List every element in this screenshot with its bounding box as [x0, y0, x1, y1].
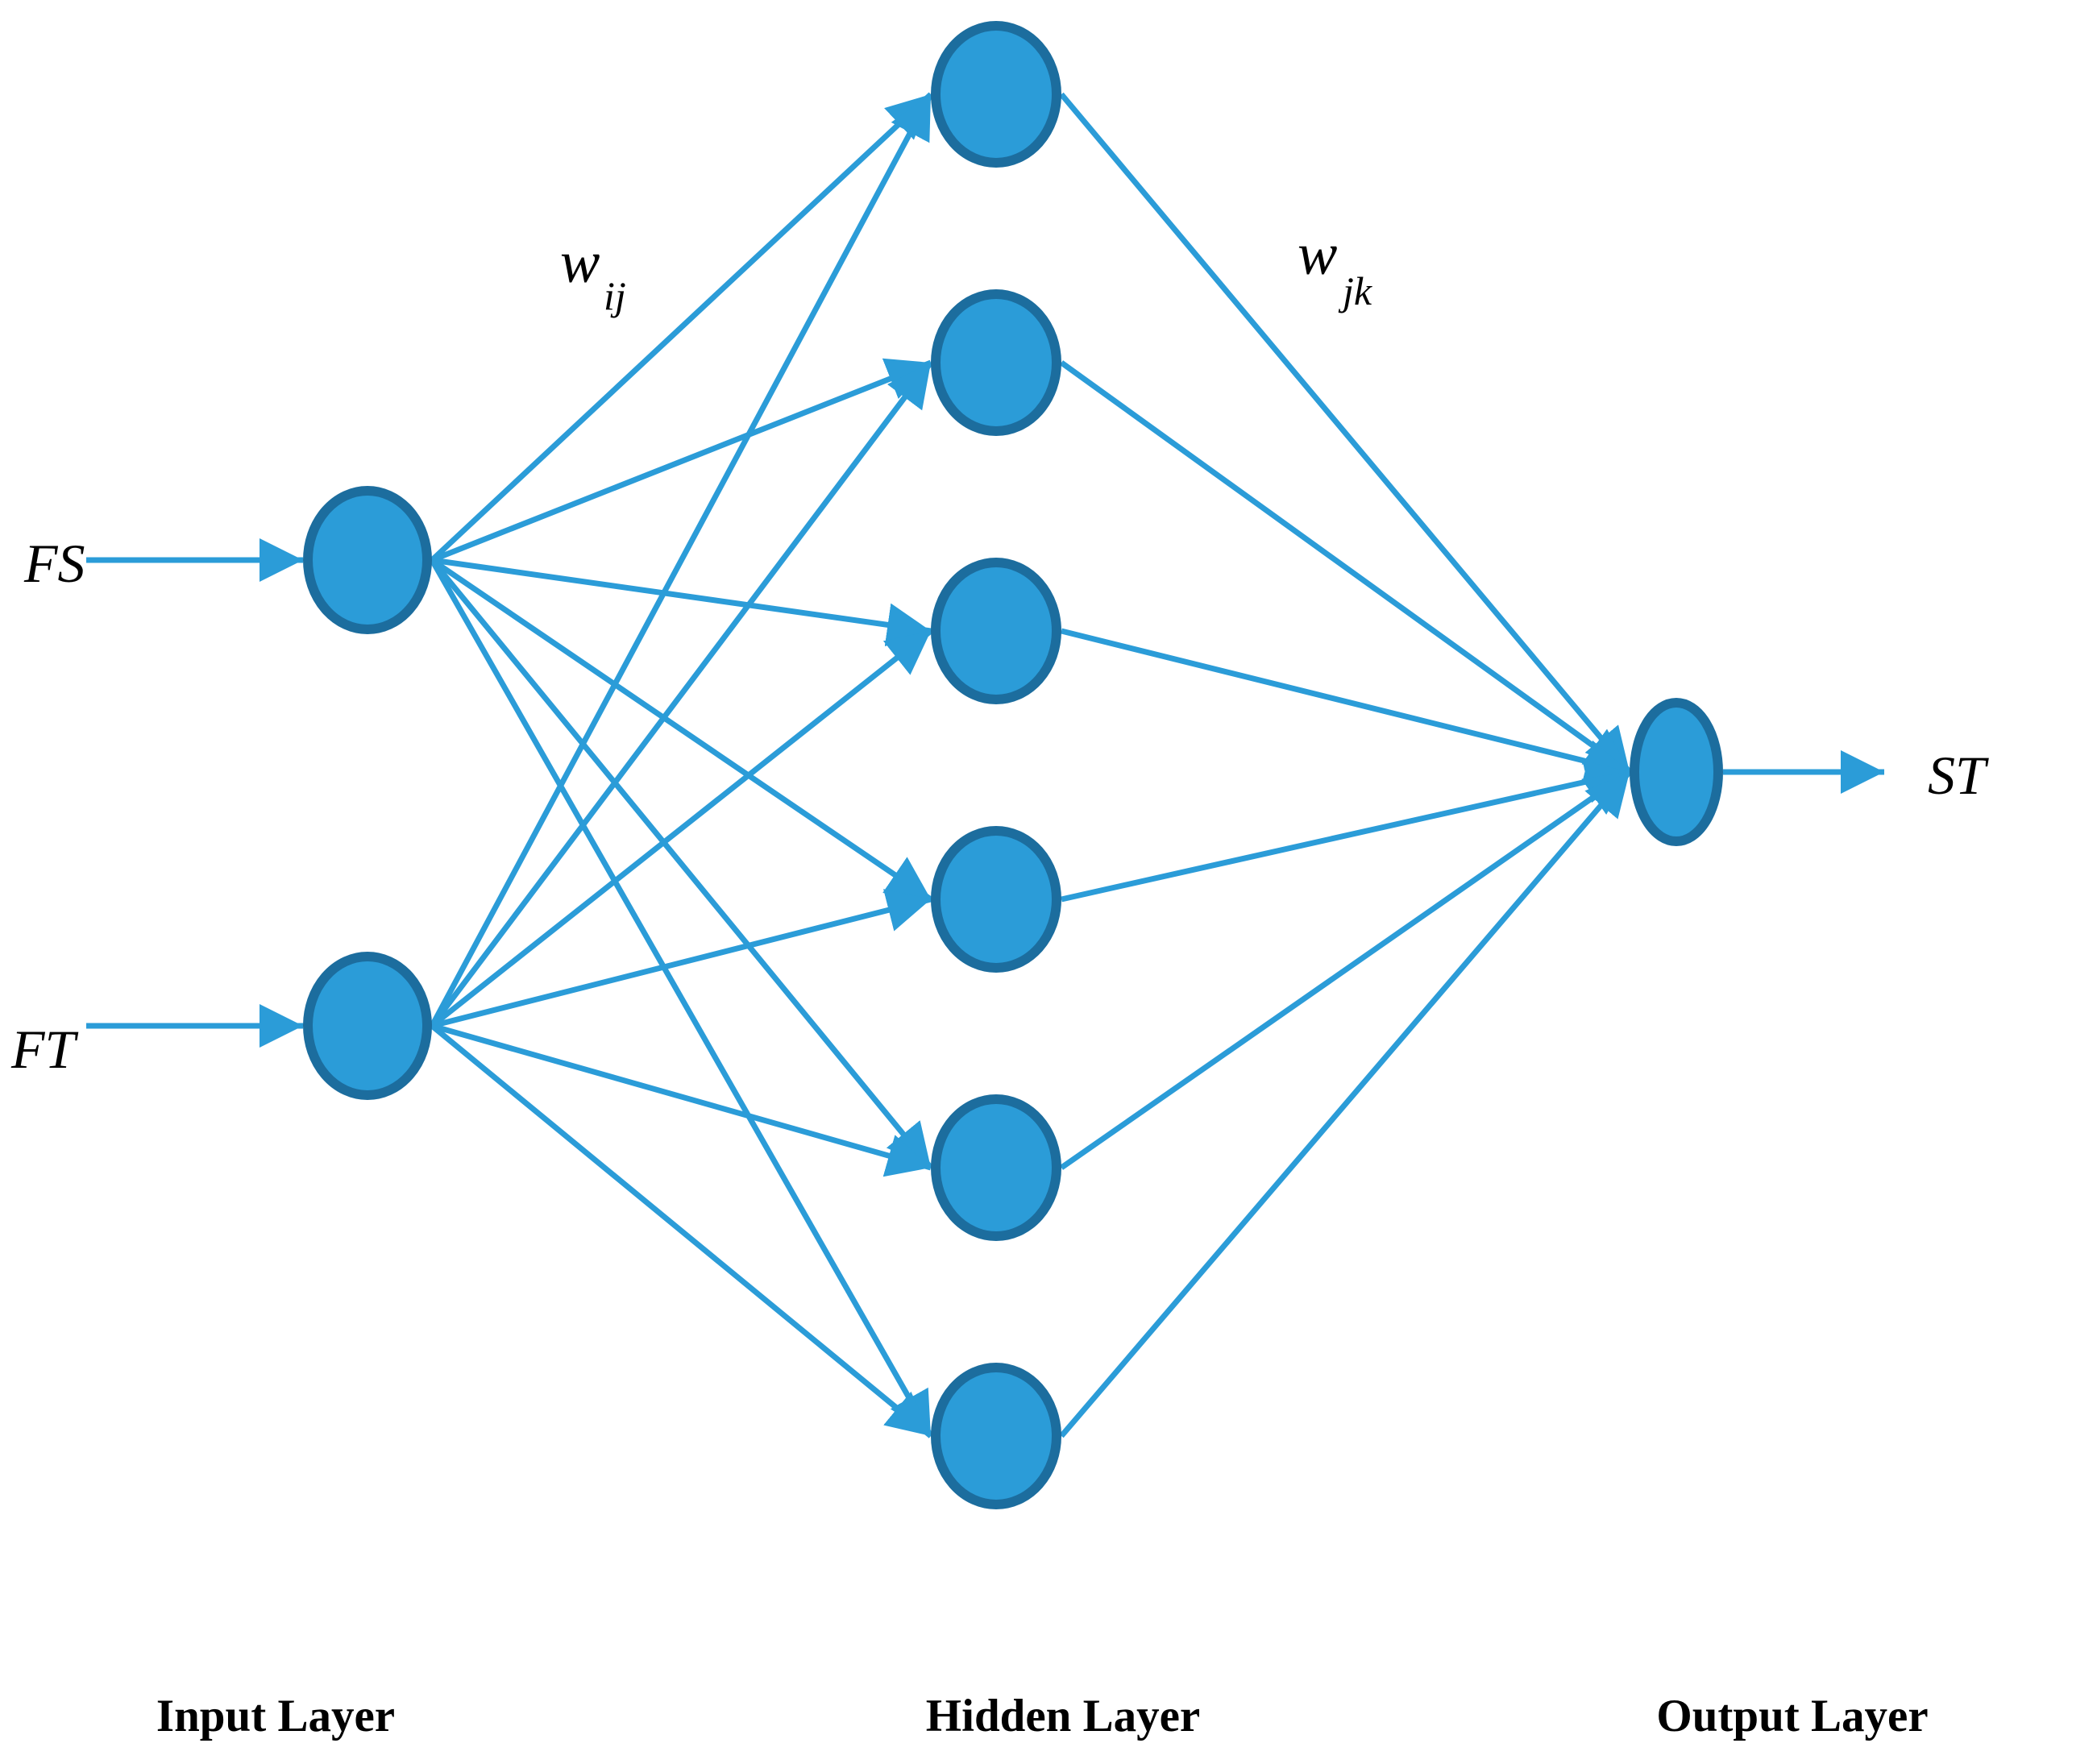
edge-input-2-hidden-6 [430, 1023, 933, 1438]
edge-hidden-1-output-1 [1059, 92, 1632, 774]
io-arrows-layer [86, 538, 1884, 1048]
node-input-2 [303, 952, 432, 1100]
io-label-st: ST [1928, 745, 1989, 806]
edge-hidden-2-output-1 [1059, 360, 1632, 774]
io-label-ft: FT [10, 1019, 79, 1080]
layer-label-output: Output Layer [1656, 1691, 1928, 1741]
node-hidden-5 [931, 1094, 1061, 1241]
layer-label-hidden: Hidden Layer [926, 1691, 1200, 1741]
labels-layer: FS FT ST Input Layer Hidden Layer Output Laye… [10, 222, 1989, 1741]
edge-input-2-hidden-3 [430, 629, 933, 1028]
edge-input-1-hidden-3 [431, 557, 932, 647]
edge-input-1-hidden-2 [430, 358, 932, 563]
nodes-layer [303, 21, 1723, 1509]
edge-input-1-hidden-5 [430, 558, 933, 1170]
edge-input-1-hidden-1 [430, 92, 933, 562]
edge-input-2-hidden-2 [430, 360, 933, 1028]
weight-label-w-jk: w [1298, 222, 1337, 288]
node-hidden-4 [931, 826, 1061, 973]
node-hidden-2 [931, 289, 1061, 436]
edge-input-1-hidden-4 [430, 558, 932, 902]
edge-input-2-hidden-5 [431, 1023, 932, 1177]
edge-hidden-5-output-1 [1059, 770, 1632, 1170]
node-hidden-6 [931, 1363, 1061, 1509]
weight-subscript-w-ij: ij [604, 273, 626, 318]
edge-input-2-hidden-1 [429, 93, 934, 1027]
node-input-1 [303, 486, 432, 634]
edge-hidden-4-output-1 [1061, 760, 1630, 903]
edge-hidden-3-output-1 [1061, 628, 1630, 783]
edge-input-2-hidden-4 [431, 889, 932, 1029]
node-hidden-1 [931, 21, 1061, 168]
node-output-1 [1630, 698, 1723, 846]
edges-layer [429, 92, 1632, 1438]
weight-subscript-w-jk: jk [1338, 268, 1372, 313]
edge-hidden-6-output-1 [1059, 770, 1632, 1438]
edge-input-1-hidden-6 [429, 558, 934, 1438]
node-hidden-3 [931, 558, 1061, 704]
io-label-fs: FS [23, 533, 85, 594]
layer-label-input: Input Layer [156, 1691, 395, 1741]
weight-label-w-ij: w [560, 230, 600, 296]
